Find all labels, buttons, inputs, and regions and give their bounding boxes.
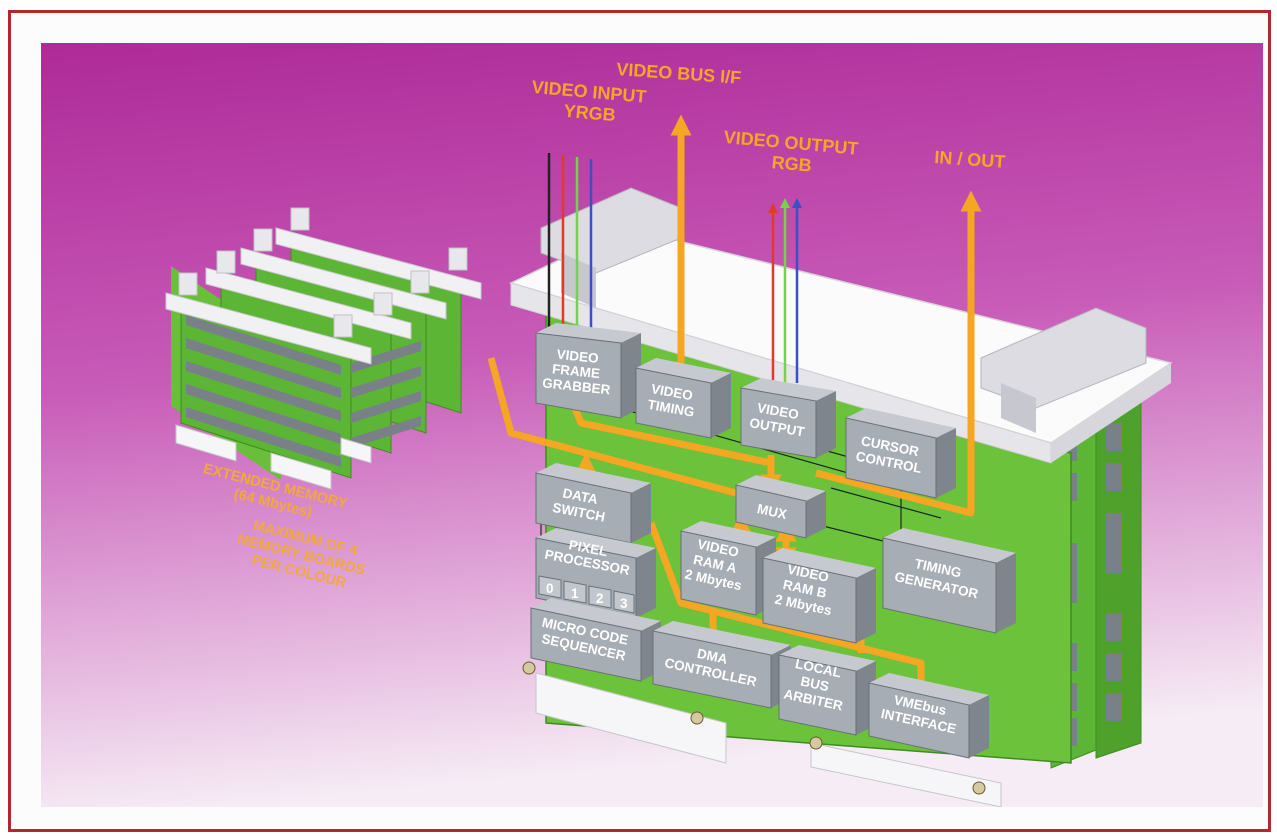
video-frame-grabber-block: VIDEO FRAME GRABBER bbox=[536, 323, 641, 418]
video-ram-a-block: VIDEO RAM A 2 Mbytes bbox=[681, 521, 776, 615]
picture-frame: VIDEO FRAME GRABBER VIDEO TIMING VIDEO O… bbox=[8, 10, 1271, 832]
pixel-cell-3: 3 bbox=[620, 596, 628, 611]
pixel-cell-0: 0 bbox=[546, 581, 554, 596]
architecture-diagram: VIDEO FRAME GRABBER VIDEO TIMING VIDEO O… bbox=[41, 43, 1263, 807]
video-output-label-line2: RGB bbox=[771, 152, 813, 175]
local-bus-arbiter-block: LOCAL BUS ARBITER bbox=[779, 645, 876, 735]
video-output-block: VIDEO OUTPUT bbox=[741, 378, 836, 458]
pixel-cell-1: 1 bbox=[571, 586, 579, 601]
pixel-cell-2: 2 bbox=[596, 591, 604, 606]
